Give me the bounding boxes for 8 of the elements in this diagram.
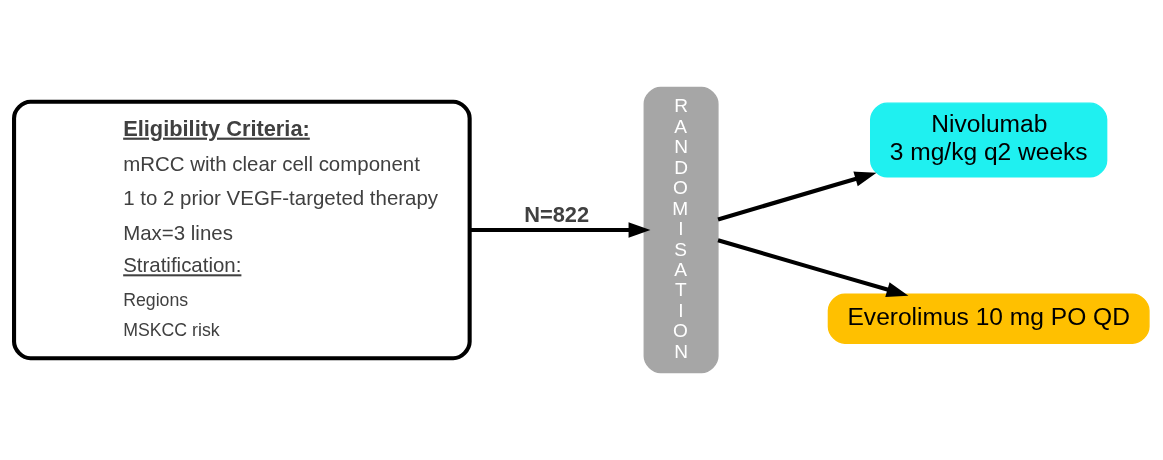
arrow — [717, 238, 909, 297]
edge-label: N=822 — [524, 201, 590, 227]
node-box: Everolimus 10 mg PO QD — [827, 293, 1150, 344]
node-box: Nivolumab 3 mg/kg q2 weeks — [870, 102, 1108, 178]
arrow — [717, 171, 877, 222]
node-box: Eligibility Criteria: mRCC with clear cell component 1 to 2 prior VEGF-targeted therapy Max=3 lines Stratification: Regions MSKCC risk — [12, 99, 472, 361]
node-box: RANDOMISATION — [643, 86, 719, 374]
arrow — [469, 222, 651, 238]
